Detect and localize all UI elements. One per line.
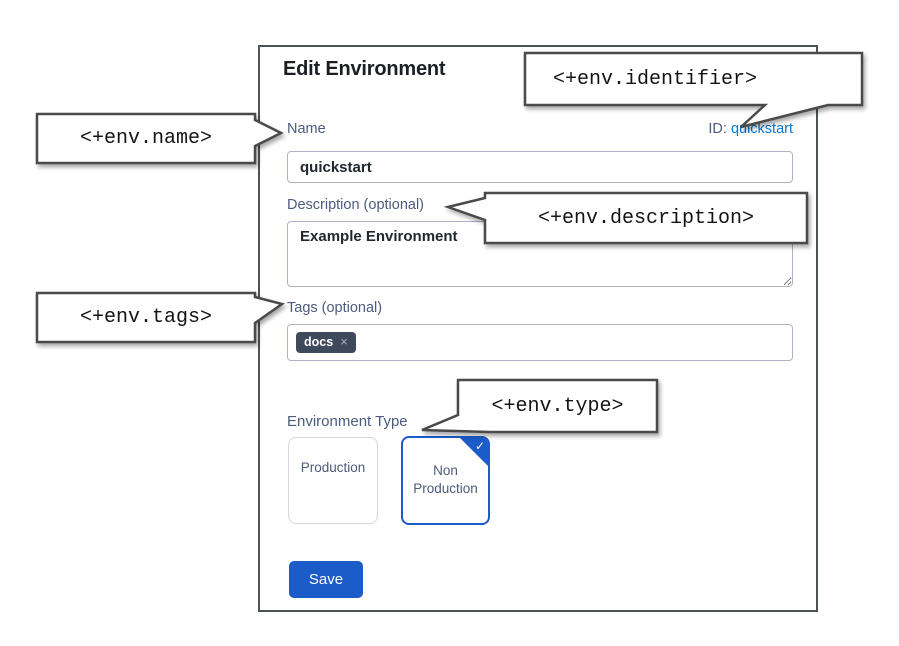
tag-chip: docs × [296,332,356,353]
callout-env-type: <+env.type> [491,394,624,418]
callout-env-description-bubble [443,191,809,245]
type-card-non-production[interactable]: Non Production ✓ [401,436,490,525]
type-card-non-production-label: Non Production [413,463,478,496]
callout-env-tags: <+env.tags> [79,306,213,329]
callout-env-identifier-bubble [523,51,864,129]
tags-label: Tags (optional) [287,300,383,316]
id-label: ID: [708,121,727,137]
type-card-production-label: Production [300,460,366,475]
tag-chip-text: docs [304,334,334,349]
name-input[interactable] [287,151,793,183]
tags-input[interactable]: docs × [287,324,793,361]
callout-env-description: <+env.description> [537,206,755,230]
environment-type-label: Environment Type [287,413,408,430]
callout-env-type-bubble [421,378,659,434]
name-label: Name [287,121,326,137]
description-label: Description (optional) [287,197,425,213]
selected-corner-fold [459,438,488,467]
callout-env-identifier: <+env.identifier> [553,67,758,91]
callout-env-tags-bubble [35,291,285,344]
dialog-title: Edit Environment [283,58,446,80]
save-button[interactable]: Save [289,561,363,598]
check-icon: ✓ [474,439,485,453]
type-card-production[interactable]: Production [288,437,378,524]
remove-tag-icon[interactable]: × [340,334,348,350]
callout-env-name: <+env.name> [79,127,213,150]
callout-env-name-bubble [35,112,284,165]
